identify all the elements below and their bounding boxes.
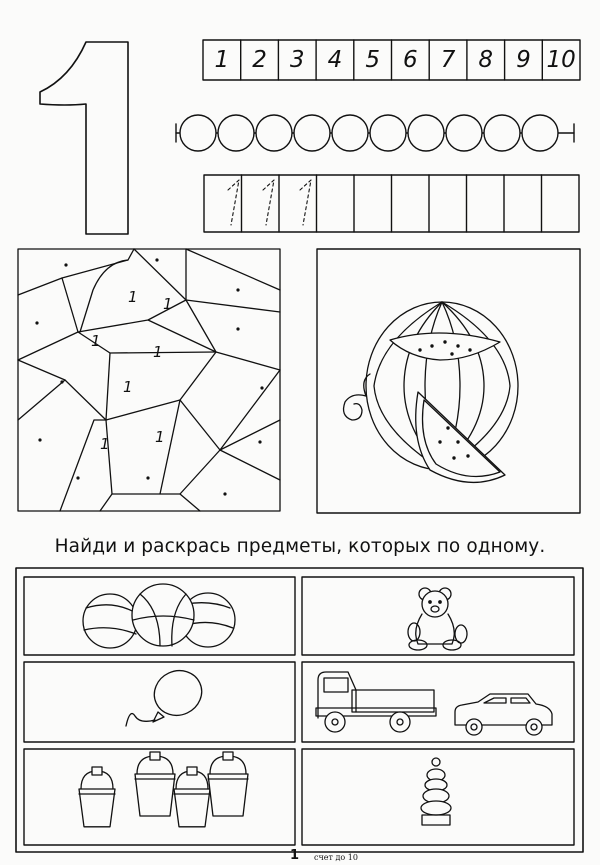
bead	[179, 114, 217, 152]
car-icon	[454, 693, 553, 736]
items-grid	[15, 567, 584, 853]
bead	[217, 114, 255, 152]
number-cell: 5	[365, 47, 380, 73]
number-cell: 6	[403, 47, 418, 73]
truck-icon	[315, 671, 437, 733]
bead	[407, 114, 445, 152]
bead-string	[175, 114, 575, 152]
bead	[521, 114, 559, 152]
number-cell: 3	[289, 47, 305, 73]
pyramid-toy-icon	[420, 757, 452, 826]
number-cell: 7	[440, 47, 456, 73]
instruction-text: Найди и раскрась предметы, которых по од…	[54, 536, 546, 557]
footer-text: счет до 10	[314, 853, 358, 862]
watermelon-frame	[316, 248, 581, 514]
number-cell: 1	[214, 47, 230, 73]
puzzle-digit: 1	[163, 295, 173, 313]
buckets-icon	[78, 751, 249, 828]
color-by-number-puzzle	[17, 248, 281, 512]
puzzle-digit: 1	[91, 332, 101, 350]
puzzle-digit: 1	[100, 435, 110, 453]
number-line-grid	[202, 39, 581, 81]
footer-page-number: 1	[290, 848, 300, 863]
number-cell: 2	[252, 47, 267, 73]
bead	[369, 114, 407, 152]
big-digit-one	[39, 41, 129, 235]
watermelon-icon	[342, 301, 519, 484]
puzzle-digit: 1	[128, 288, 138, 306]
bead	[445, 114, 483, 152]
number-cell: 10	[546, 47, 576, 73]
puzzle-digit: 1	[155, 428, 165, 446]
puzzle-digit: 1	[123, 378, 133, 396]
bead	[255, 114, 293, 152]
balls-icon	[82, 583, 236, 649]
bead	[483, 114, 521, 152]
number-cell: 8	[478, 47, 494, 73]
teddy-bear-icon	[407, 587, 468, 651]
balloon-icon	[125, 669, 203, 727]
tracing-strip	[203, 174, 580, 233]
bead	[293, 114, 331, 152]
number-cell: 9	[516, 47, 531, 73]
number-cell: 4	[327, 47, 343, 73]
bead	[331, 114, 369, 152]
puzzle-digit: 1	[153, 343, 163, 361]
